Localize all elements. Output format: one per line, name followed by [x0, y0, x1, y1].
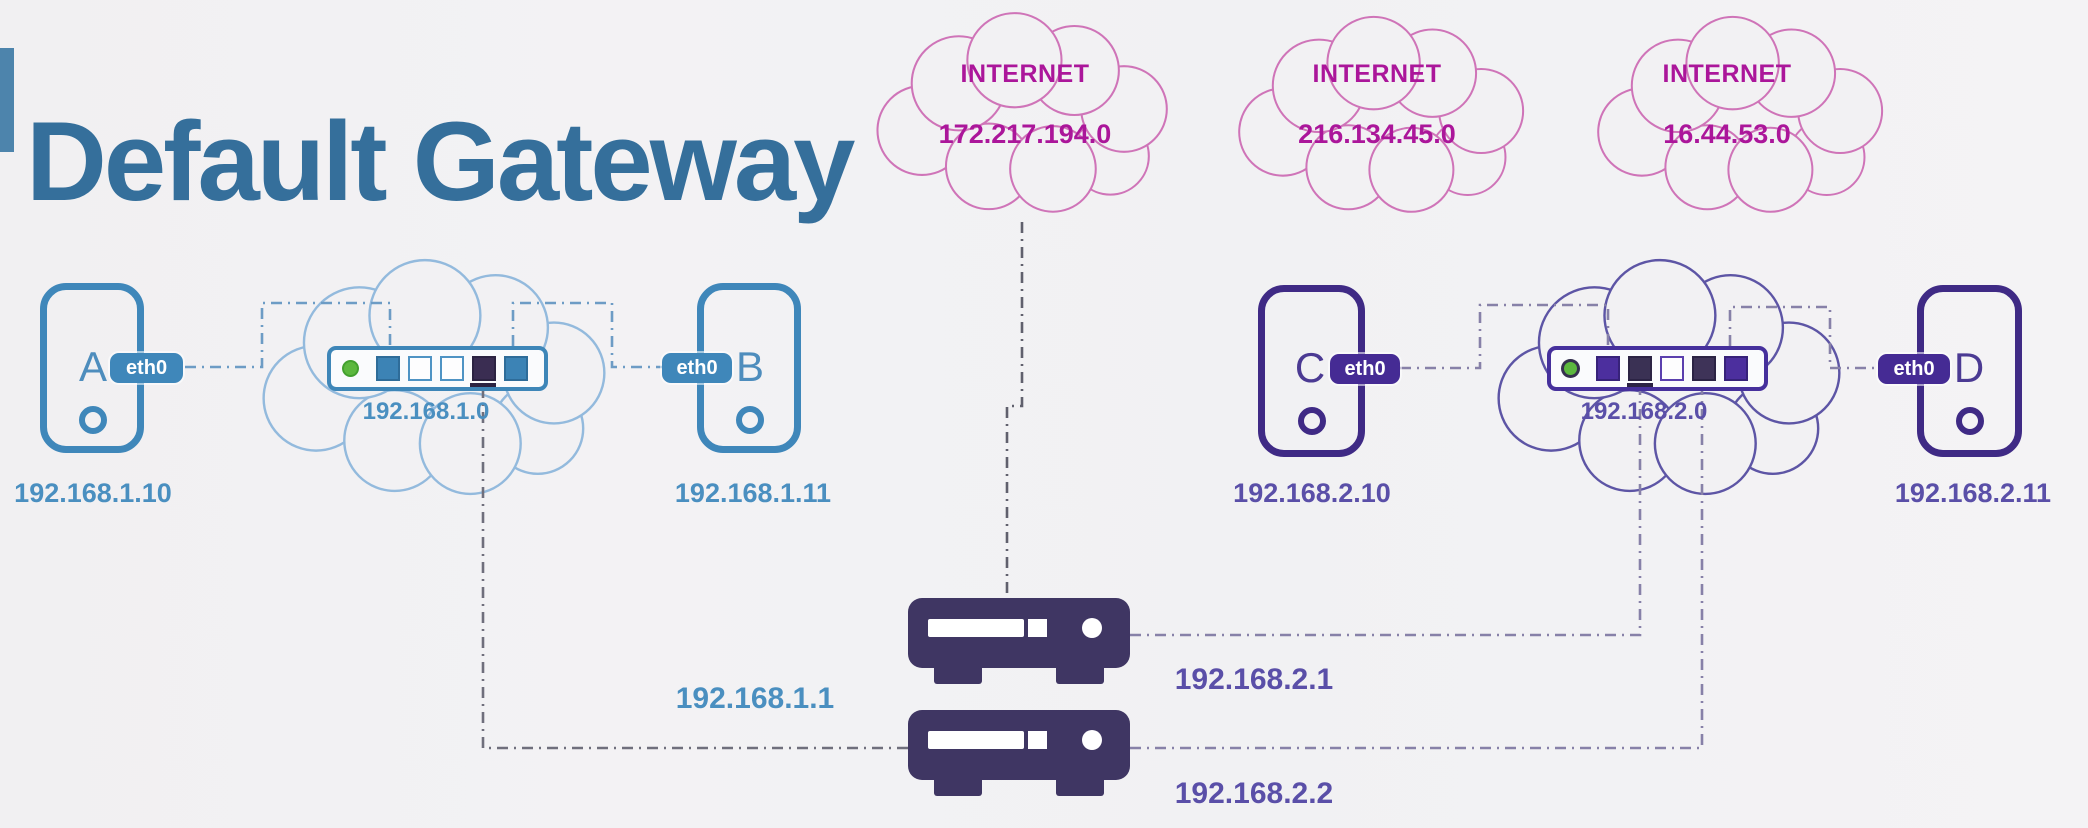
link-switch2-to-hostD — [1728, 305, 1878, 370]
switch-1 — [327, 346, 548, 391]
switch-2-port-5-icon — [1724, 356, 1748, 381]
router1-lan2-ip: 192.168.2.1 — [1174, 663, 1334, 696]
link-router1-to-switch2 — [1130, 387, 1642, 637]
internet-cloud-2-label: INTERNET — [1312, 60, 1442, 88]
switch-1-port-5-icon — [504, 356, 528, 381]
switch-2-port-3-icon — [1660, 356, 1684, 381]
link-switch1-to-router2 — [481, 387, 908, 750]
switch-1-port-1-icon — [376, 356, 400, 381]
link-internet1-to-router1 — [1005, 222, 1024, 596]
link-hostC-to-switch2 — [1400, 303, 1610, 370]
host-d-eth0-badge: eth0 — [1878, 354, 1950, 384]
page-title: Default Gateway — [26, 99, 855, 225]
host-a-home-button-icon — [79, 406, 107, 434]
host-a-eth0-badge: eth0 — [110, 353, 183, 383]
host-a-letter: A — [78, 343, 108, 390]
switch-1-power-led-icon — [344, 362, 357, 375]
link-hostA-to-switch1 — [185, 301, 392, 369]
host-c-ip: 192.168.2.10 — [1233, 478, 1391, 508]
switch-1-port-3-icon — [440, 356, 464, 381]
host-b-ip: 192.168.1.11 — [674, 478, 832, 508]
switch-1-port-4-icon — [472, 356, 496, 381]
switch-1-port-2-icon — [408, 356, 432, 381]
internet-cloud-1-label: INTERNET — [960, 60, 1090, 88]
host-a-ip: 192.168.1.10 — [14, 478, 172, 508]
switch-1-uplink-tick — [470, 383, 496, 387]
switch-2-port-1-icon — [1596, 356, 1620, 381]
link-switch1-to-hostB — [511, 301, 662, 369]
host-b-eth0-badge: eth0 — [662, 353, 732, 383]
switch-2-uplink-tick — [1627, 383, 1653, 387]
router2-lan2-ip: 192.168.2.2 — [1174, 777, 1334, 810]
host-c-letter: C — [1294, 344, 1326, 391]
title-accent-bar — [0, 48, 14, 152]
internet-cloud-2: INTERNET 216.134.45.0 — [1222, 40, 1532, 170]
host-b-home-button-icon — [736, 406, 764, 434]
lan2-subnet-label: 192.168.2.0 — [1580, 398, 1708, 425]
switch-2-port-2-icon — [1628, 356, 1652, 381]
internet-cloud-2-ip: 216.134.45.0 — [1298, 119, 1456, 149]
host-d-letter: D — [1953, 344, 1985, 391]
internet-cloud-3-label: INTERNET — [1662, 60, 1792, 88]
router-2-icon — [908, 710, 1130, 796]
switch-2 — [1547, 346, 1768, 391]
router2-lan1-ip: 192.168.1.1 — [675, 682, 835, 715]
host-b-letter: B — [735, 343, 765, 390]
internet-cloud-1: INTERNET 172.217.194.0 — [870, 40, 1180, 170]
host-c-home-button-icon — [1298, 407, 1326, 435]
switch-2-power-led-icon — [1564, 362, 1577, 375]
internet-cloud-3-ip: 16.44.53.0 — [1663, 119, 1791, 149]
switch-2-port-4-icon — [1692, 356, 1716, 381]
internet-cloud-1-ip: 172.217.194.0 — [938, 119, 1112, 149]
host-d-ip: 192.168.2.11 — [1894, 478, 2052, 508]
host-d-home-button-icon — [1956, 407, 1984, 435]
internet-cloud-3: INTERNET 16.44.53.0 — [1572, 40, 1882, 170]
router-1-icon — [908, 598, 1130, 684]
lan1-subnet-label: 192.168.1.0 — [362, 398, 490, 425]
host-c-eth0-badge: eth0 — [1330, 354, 1400, 384]
